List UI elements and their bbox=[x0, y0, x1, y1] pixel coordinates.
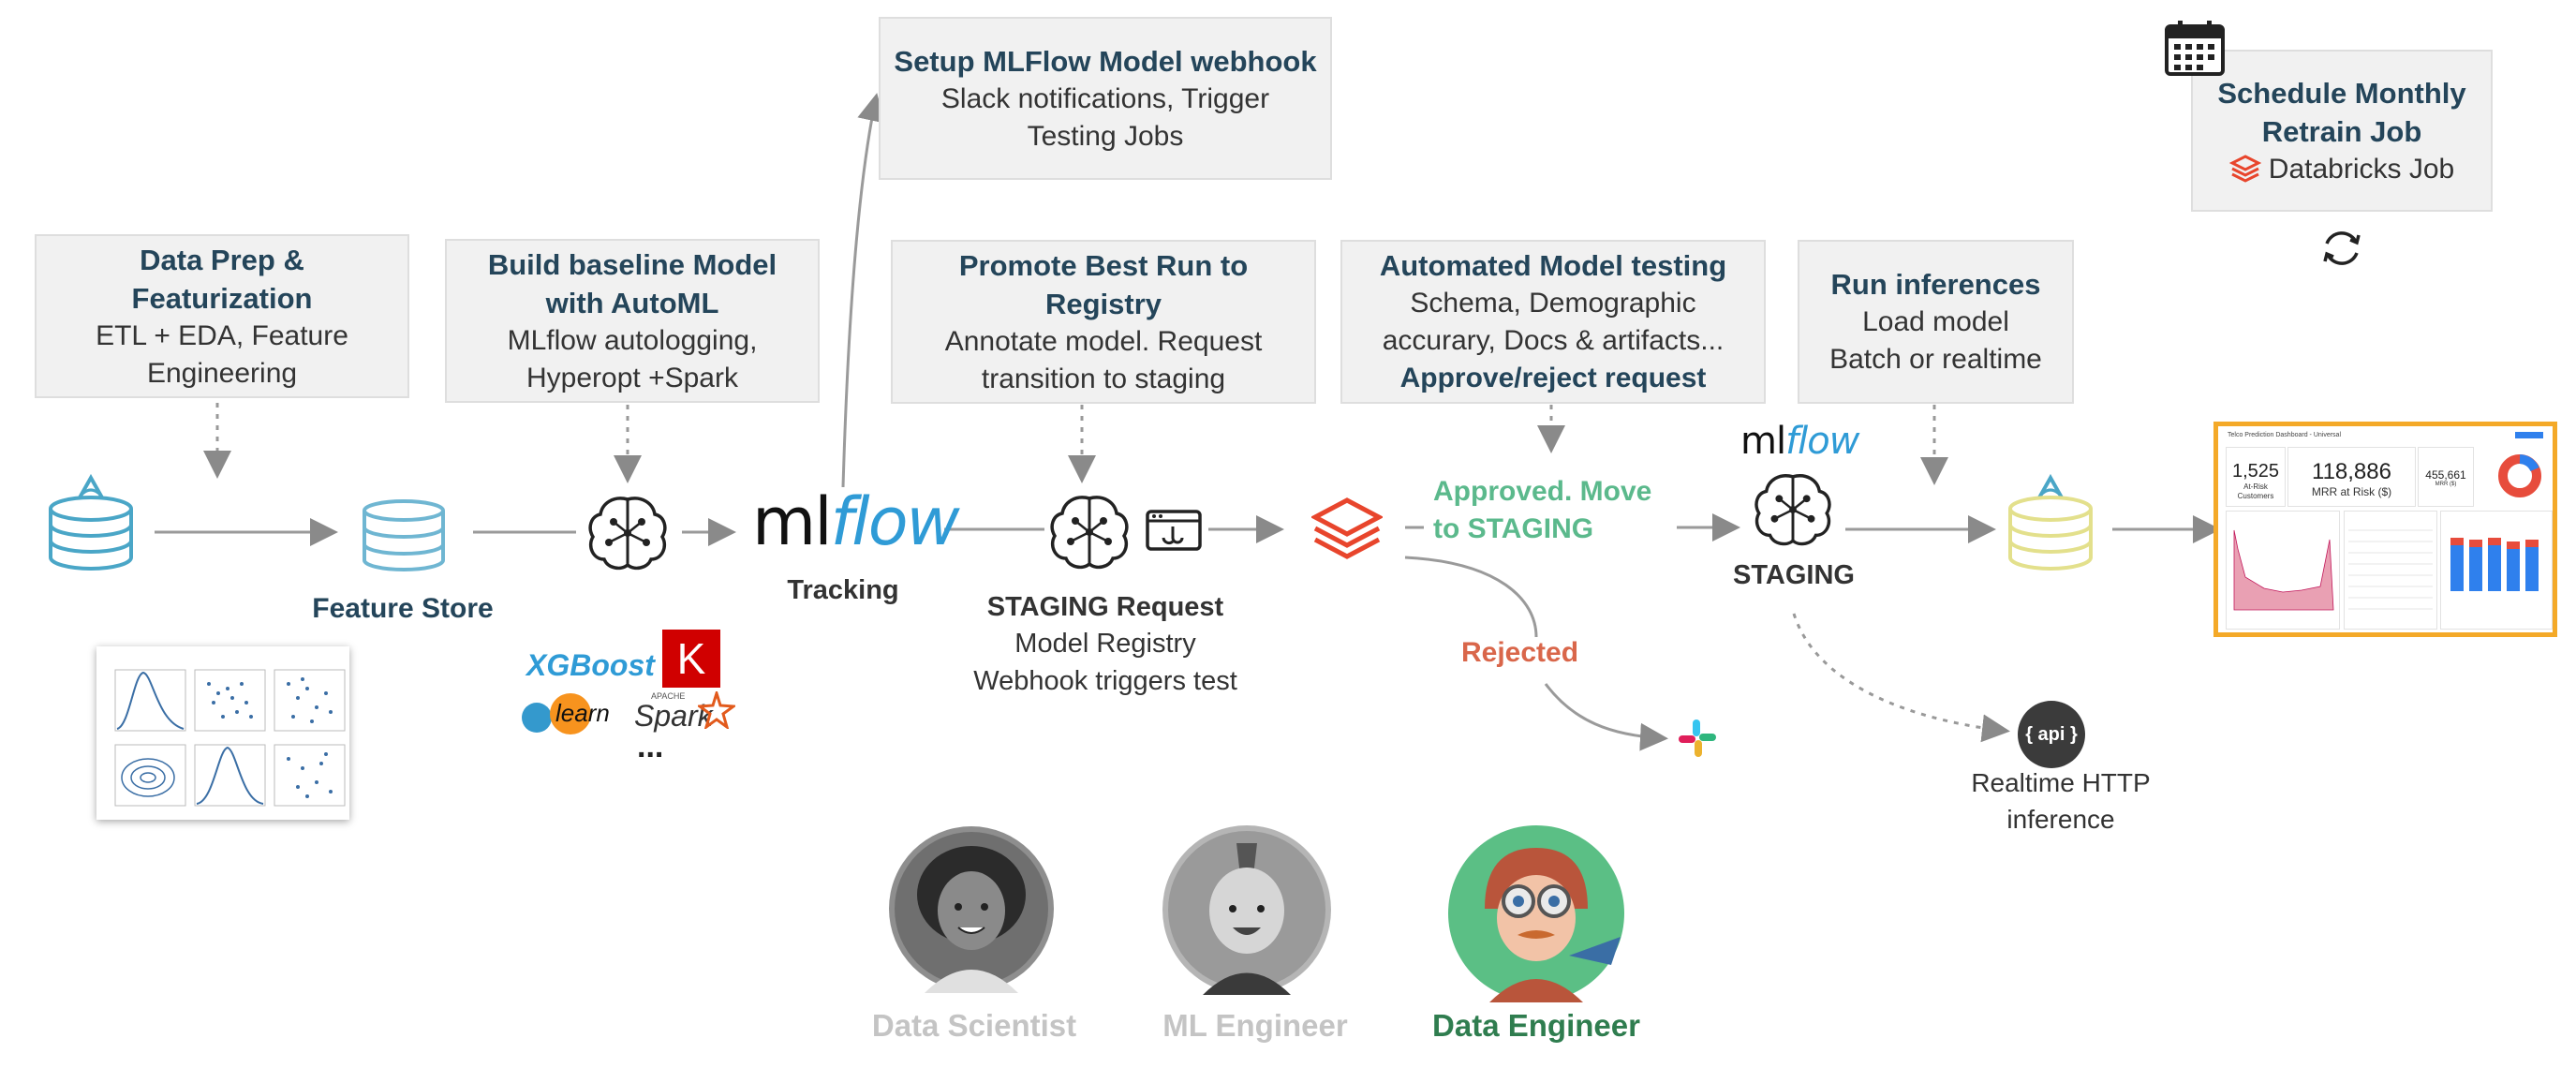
dashboard-donut-chart bbox=[2498, 454, 2541, 497]
delta-lake-source-icon bbox=[49, 473, 133, 571]
spark-star-icon bbox=[698, 691, 735, 729]
step-testing-sub: Schema, Demographic accurary, Docs & art… bbox=[1382, 288, 1725, 356]
step-data-prep-sub: ETL + EDA, Feature Engineering bbox=[96, 319, 348, 389]
api-icon-text: { api } bbox=[2025, 723, 2078, 745]
arrow-mlflow-to-webhook bbox=[841, 93, 885, 488]
databricks-small-icon bbox=[2228, 154, 2261, 183]
refresh-icon bbox=[2323, 231, 2361, 265]
persona-data-engineer-name: Data Engineer bbox=[1432, 1008, 1640, 1043]
keras-logo: K bbox=[662, 630, 720, 688]
dashboard-button bbox=[2515, 432, 2543, 438]
mlflow-staging-flow-text: flow bbox=[1785, 420, 1859, 463]
arrow-rejected-curve bbox=[1404, 556, 1538, 638]
step-webhook-title: Setup MLFlow Model webhook bbox=[894, 44, 1317, 78]
delta-lake-output-icon bbox=[2008, 473, 2093, 571]
arrow-rejected-to-slack bbox=[1544, 683, 1668, 751]
more-libraries-ellipsis: ... bbox=[637, 729, 664, 764]
mlflow-staging-logo: mlflow bbox=[1740, 422, 1862, 461]
dashboard-table bbox=[2344, 511, 2437, 630]
brain-automl-icon bbox=[588, 497, 667, 571]
rejected-label: Rejected bbox=[1461, 637, 1579, 668]
dashboard-table-graphic bbox=[2348, 529, 2433, 610]
spark-logo: APACHE Spark bbox=[632, 691, 735, 743]
sklearn-logo-text: learn bbox=[555, 699, 610, 727]
step-retrain-sub-row: Databricks Job bbox=[2228, 151, 2455, 188]
dashboard-kpi2-label: MRR at Risk ($) bbox=[2311, 485, 2392, 498]
dashboard-kpi1: 1,525 At-Risk Customers bbox=[2226, 447, 2286, 507]
databricks-logo bbox=[1311, 497, 1383, 559]
tracking-label: Tracking bbox=[787, 575, 899, 605]
sklearn-logo-graphic bbox=[522, 693, 591, 734]
step-automl-sub: MLflow autologging, Hyperopt +Spark bbox=[507, 324, 758, 393]
spark-apache-text: APACHE bbox=[651, 691, 686, 701]
ml-engineer-avatar bbox=[1162, 825, 1331, 995]
step-retrain-sub: Databricks Job bbox=[2268, 153, 2455, 185]
webhook-triggers-label: Webhook triggers test bbox=[973, 666, 1237, 696]
mlflow-staging-ml-text: ml bbox=[1740, 420, 1786, 463]
realtime-label: Realtime HTTP inference bbox=[1971, 768, 2151, 834]
sklearn-logo: learn bbox=[518, 693, 612, 738]
mlflow-tracking-logo: mlflow bbox=[752, 487, 960, 557]
persona-data-scientist-name: Data Scientist bbox=[871, 1008, 1077, 1043]
persona-data-scientist bbox=[887, 824, 1056, 993]
step-promote: Promote Best Run to Registry Annotate mo… bbox=[891, 240, 1316, 404]
step-testing: Automated Model testing Schema, Demograp… bbox=[1340, 240, 1766, 404]
api-endpoint-icon: { api } bbox=[2018, 701, 2085, 768]
step-promote-title: Promote Best Run to Registry bbox=[958, 248, 1249, 320]
step-retrain-title: Schedule Monthly Retrain Job bbox=[2217, 76, 2466, 148]
staging-label: STAGING bbox=[1733, 560, 1855, 590]
dashboard-kpi2: 118,886 MRR at Risk ($) bbox=[2287, 447, 2416, 507]
spark-logo-text: Spark bbox=[634, 699, 713, 733]
step-inference: Run inferences Load model Batch or realt… bbox=[1798, 240, 2074, 404]
dotted-staging-to-api bbox=[1792, 613, 2010, 743]
step-inference-sub: Load model Batch or realtime bbox=[1829, 306, 2042, 375]
xgboost-logo: XGBoost bbox=[526, 648, 655, 682]
dashboard-histogram-graphic bbox=[2233, 529, 2334, 611]
dashboard-kpi1-label: At-Risk Customers bbox=[2237, 482, 2274, 500]
step-automl-title: Build baseline Model with AutoML bbox=[487, 247, 777, 319]
step-promote-sub: Annotate model. Request transition to st… bbox=[944, 325, 1263, 394]
staging-request-label: STAGING Request bbox=[986, 592, 1224, 622]
mlflow-flow-text: flow bbox=[830, 483, 960, 560]
step-inference-title: Run inferences bbox=[1830, 268, 2041, 301]
eda-plot-thumbnail bbox=[96, 646, 349, 820]
model-registry-label: Model Registry bbox=[1014, 629, 1196, 659]
approved-label: Approved. Move to STAGING bbox=[1433, 476, 1652, 544]
slack-icon bbox=[1679, 719, 1716, 757]
mlflow-ml-text: ml bbox=[752, 483, 833, 560]
webhook-icon bbox=[1146, 510, 1202, 551]
step-automl: Build baseline Model with AutoML MLflow … bbox=[445, 239, 820, 403]
dashboard-kpi3-label: MRR ($) bbox=[2435, 482, 2457, 487]
feature-store-label: Feature Store bbox=[312, 593, 494, 624]
step-webhook: Setup MLFlow Model webhook Slack notific… bbox=[879, 17, 1332, 180]
feature-store-db-icon bbox=[363, 499, 445, 571]
step-data-prep: Data Prep & Featurization ETL + EDA, Fea… bbox=[35, 234, 409, 398]
persona-data-engineer bbox=[1447, 824, 1625, 1002]
data-engineer-avatar bbox=[1448, 825, 1624, 1002]
dashboard-kpi3-value: 455,661 bbox=[2425, 468, 2466, 482]
step-testing-approve: Approve/reject request bbox=[1399, 363, 1707, 393]
step-webhook-sub: Slack notifications, Trigger Testing Job… bbox=[940, 82, 1270, 152]
brain-staging-icon bbox=[1754, 474, 1831, 546]
dashboard-kpi2-value: 118,886 bbox=[2312, 459, 2391, 484]
dashboard-kpi3: 455,661 MRR ($) bbox=[2418, 447, 2474, 507]
prediction-dashboard-thumbnail: Telco Prediction Dashboard - Universal 1… bbox=[2213, 422, 2557, 637]
dashboard-kpi1-value: 1,525 bbox=[2231, 461, 2280, 482]
step-testing-title: Automated Model testing bbox=[1379, 249, 1727, 282]
step-retrain: Schedule Monthly Retrain Job Databricks … bbox=[2191, 50, 2493, 212]
dashboard-title: Telco Prediction Dashboard - Universal bbox=[2228, 432, 2341, 438]
persona-ml-engineer-name: ML Engineer bbox=[1162, 1008, 1348, 1043]
persona-ml-engineer bbox=[1162, 824, 1332, 995]
dashboard-bar-chart bbox=[2440, 511, 2553, 630]
step-data-prep-title: Data Prep & Featurization bbox=[131, 243, 313, 315]
dashboard-bar-chart-graphic bbox=[2450, 538, 2539, 591]
dashboard-histogram bbox=[2226, 511, 2340, 630]
brain-staging-request-icon bbox=[1050, 496, 1129, 570]
keras-logo-text: K bbox=[676, 634, 706, 683]
data-scientist-avatar bbox=[889, 826, 1054, 993]
calendar-icon bbox=[2165, 21, 2225, 76]
eda-pairplot-graphic bbox=[114, 669, 346, 807]
